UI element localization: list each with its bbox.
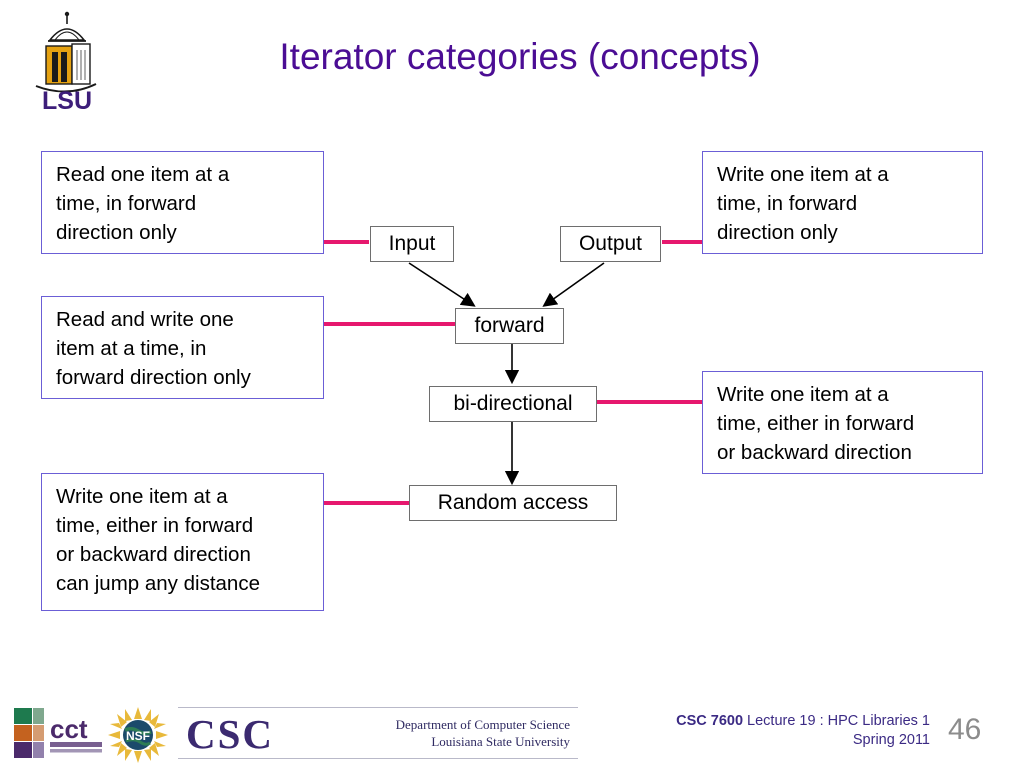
description-box-output: Write one item at a time, in forward dir… [702, 151, 983, 254]
desc-line: time, in forward [717, 192, 858, 215]
desc-line: Read one item at a [56, 163, 230, 186]
page-number: 46 [948, 713, 982, 746]
nsf-logo: NSF [107, 706, 169, 764]
page-title: Iterator categories (concepts) [279, 36, 761, 77]
description-box-forward: Read and write one item at a time, in fo… [41, 296, 324, 399]
course-title: Lecture 19 : HPC Libraries 1 [743, 713, 930, 729]
connector-random-access [324, 501, 409, 505]
desc-line: forward direction only [56, 366, 251, 389]
desc-line: direction only [56, 221, 177, 244]
csc-wordmark: CSC [186, 711, 275, 757]
connector-forward [324, 322, 455, 326]
lsu-logo: LSU [22, 10, 112, 110]
node-label: Output [578, 232, 643, 255]
desc-line: or backward direction [717, 441, 912, 464]
course-code: CSC 7600 [676, 713, 744, 729]
node-label: Input [388, 232, 436, 255]
connector-bidirectional [597, 400, 702, 404]
node-bidirectional[interactable]: bi-directional [429, 386, 597, 422]
desc-line: time, either in forward [56, 514, 254, 537]
course-info: CSC 7600 Lecture 19 : HPC Libraries 1 Sp… [600, 712, 930, 750]
desc-line: or backward direction [56, 543, 251, 566]
lsu-wordmark: LSU [42, 87, 92, 110]
course-term: Spring 2011 [852, 732, 930, 748]
department-line-1: Department of Computer Science [395, 717, 570, 732]
node-label: forward [474, 314, 545, 337]
description-box-random-access: Write one item at a time, either in forw… [41, 473, 324, 611]
desc-line: Read and write one [56, 308, 234, 331]
node-output[interactable]: Output [560, 226, 661, 262]
node-random-access[interactable]: Random access [409, 485, 617, 521]
node-input[interactable]: Input [370, 226, 454, 262]
desc-line: time, either in forward [717, 412, 915, 435]
connector-input [324, 240, 369, 244]
cct-wordmark: cct [50, 714, 88, 744]
description-box-bidirectional: Write one item at a time, either in forw… [702, 371, 983, 474]
desc-line: direction only [717, 221, 838, 244]
department-line-2: Louisiana State University [431, 734, 570, 749]
node-label: bi-directional [453, 392, 573, 415]
desc-line: time, in forward [56, 192, 197, 215]
desc-line: Write one item at a [56, 485, 228, 508]
description-box-input: Read one item at a time, in forward dire… [41, 151, 324, 254]
connector-output [662, 240, 702, 244]
arrow-output-to-forward [542, 262, 605, 307]
arrow-input-to-forward [408, 262, 476, 307]
nsf-wordmark: NSF [126, 729, 150, 743]
csc-department-banner: CSC Department of Computer Science Louis… [178, 707, 578, 759]
desc-line: can jump any distance [56, 572, 260, 595]
cct-logo: cct [12, 706, 107, 762]
course-line-1: CSC 7600 Lecture 19 : HPC Libraries 1 [600, 712, 930, 731]
node-label: Random access [437, 491, 589, 514]
csc-department-text: Department of Computer Science Louisiana… [396, 716, 570, 750]
node-forward[interactable]: forward [455, 308, 564, 344]
desc-line: item at a time, in [56, 337, 207, 360]
desc-line: Write one item at a [717, 163, 889, 186]
desc-line: Write one item at a [717, 383, 889, 406]
